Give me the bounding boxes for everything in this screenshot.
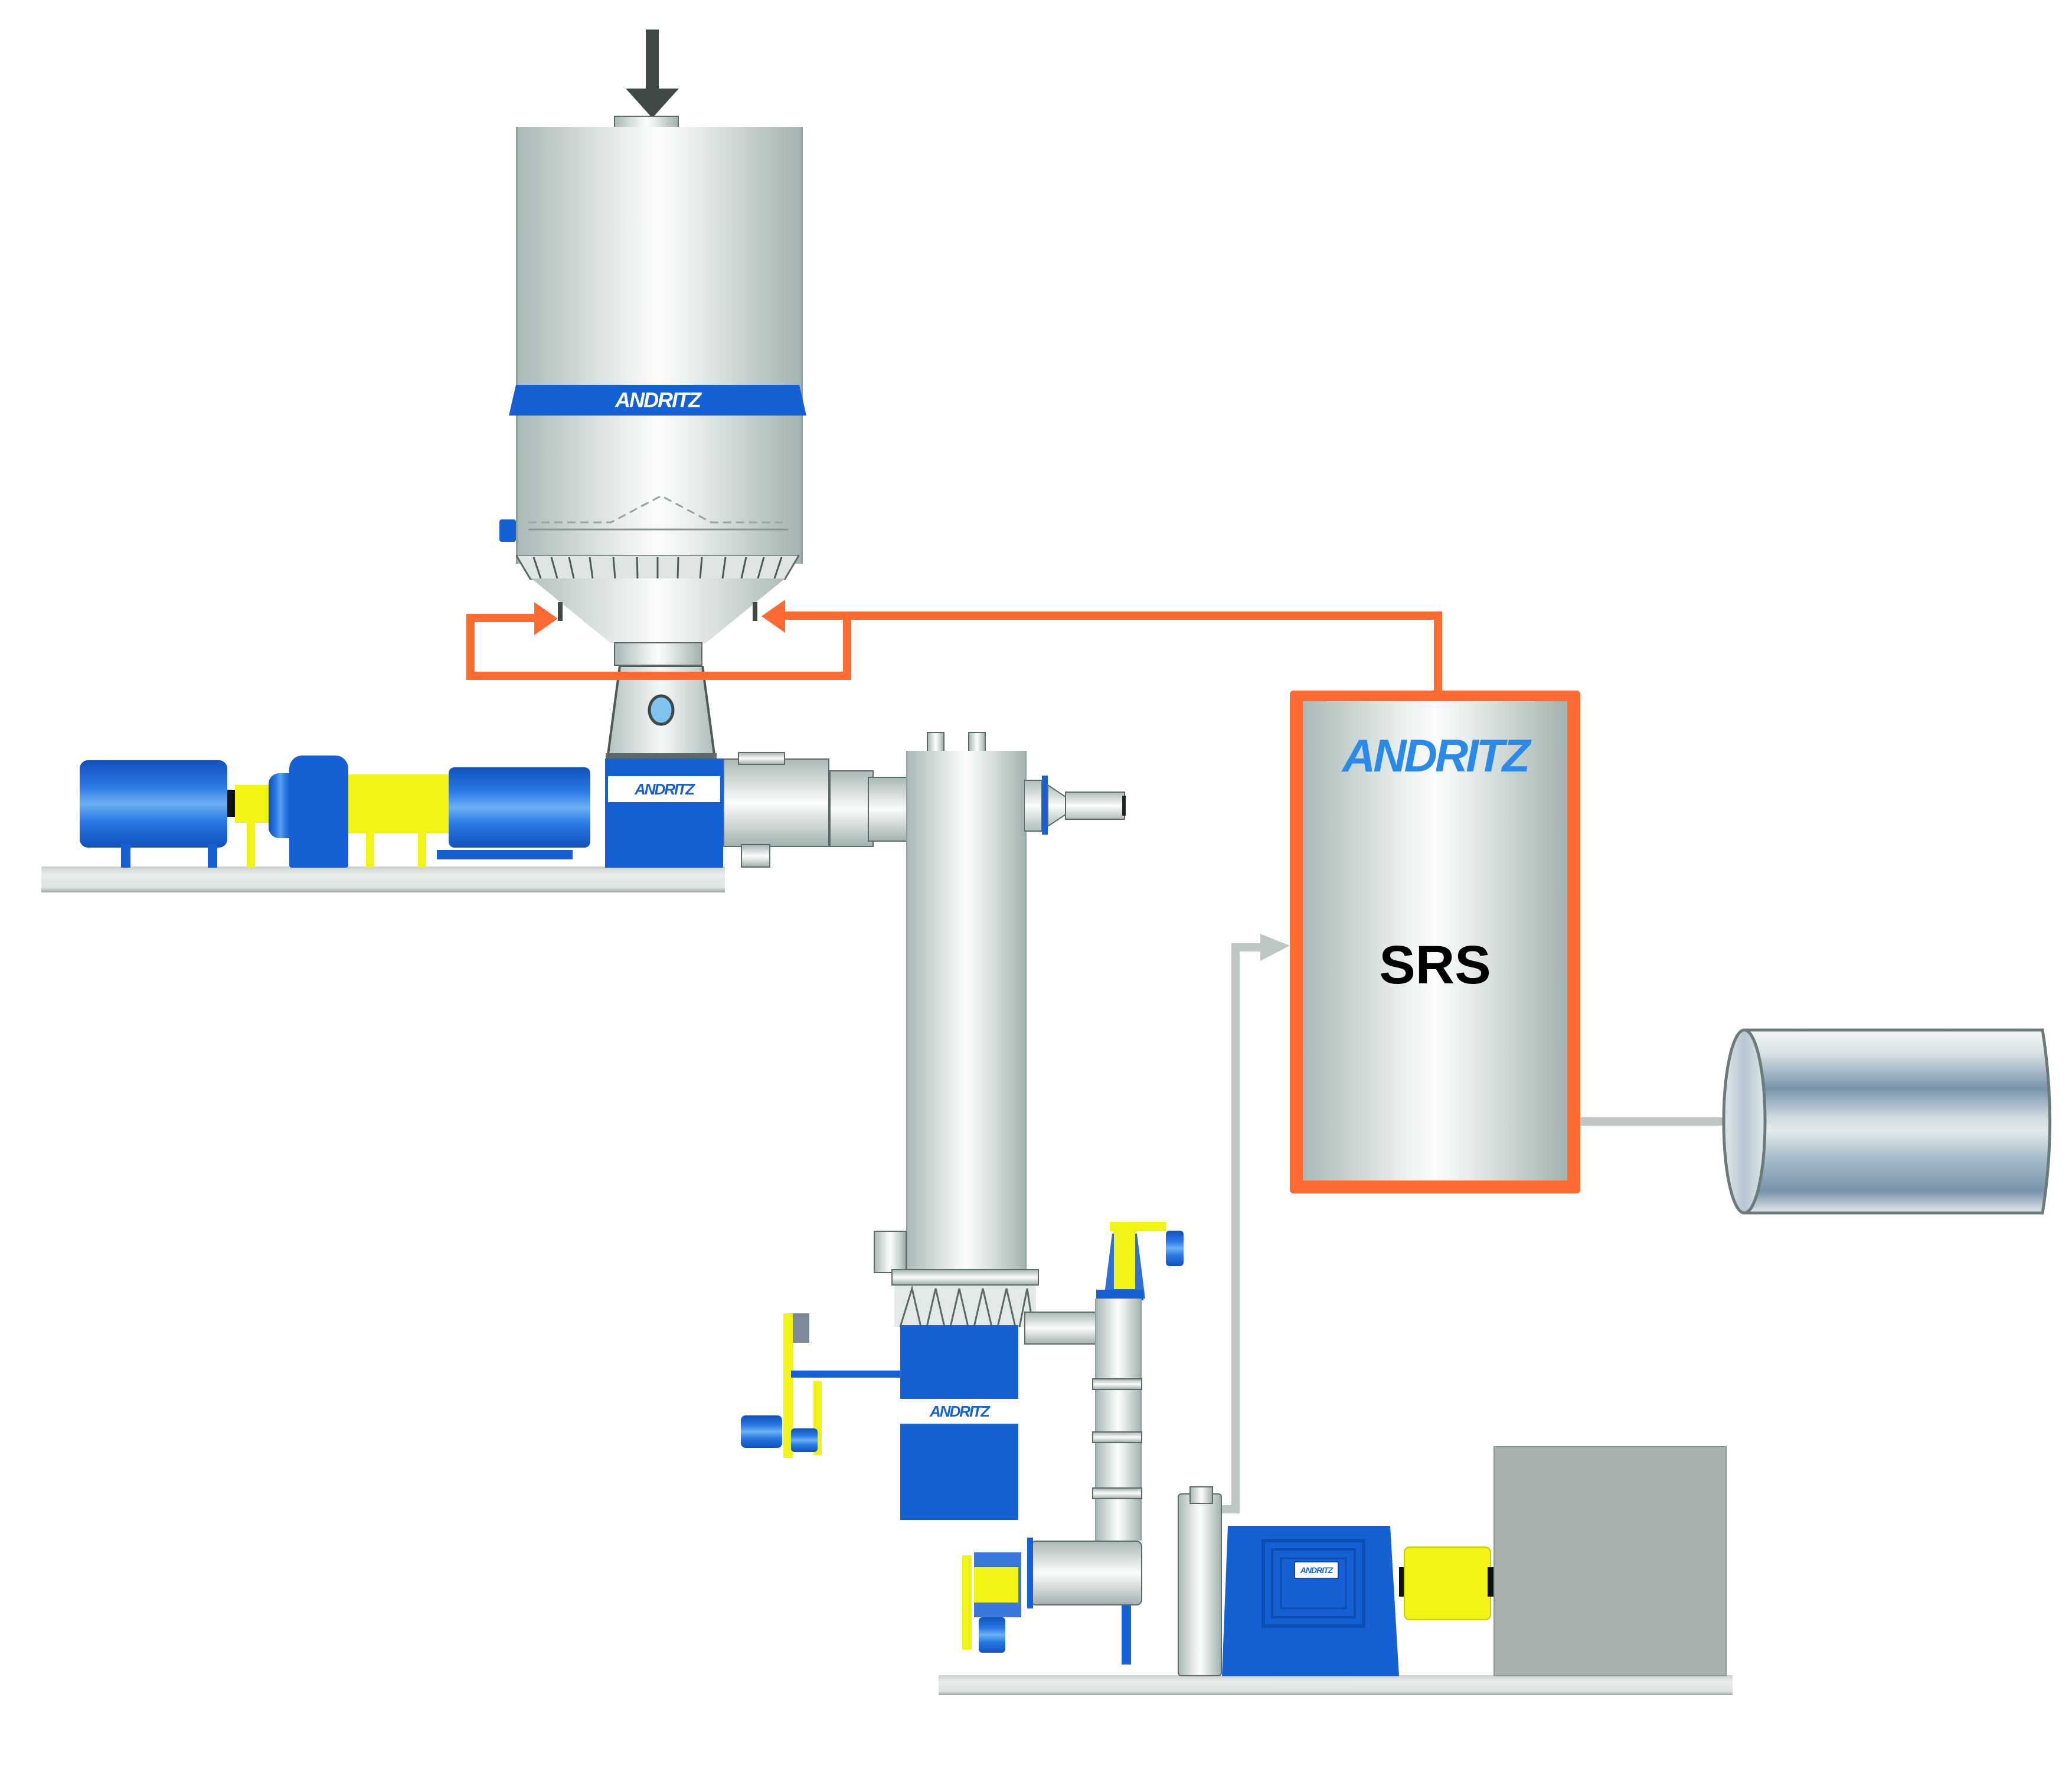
- pump-logo: ANDRITZ: [1300, 1565, 1333, 1575]
- column-body: [906, 751, 1027, 1299]
- cone-inlet-left: [558, 602, 563, 621]
- separator-motor: [741, 1415, 782, 1448]
- silo-logo: ANDRITZ: [615, 388, 701, 412]
- srs-body: [1303, 701, 1567, 1181]
- pump-bearing-frame: [1222, 1526, 1399, 1676]
- valve-motor: [1166, 1231, 1184, 1266]
- pump-side-coupling-front: [974, 1567, 1018, 1603]
- pump-to-srs-vertical: [1231, 943, 1240, 1513]
- transition-flange: [868, 777, 909, 842]
- silo-outlet-flange: [614, 642, 702, 666]
- column-bottom-flange: [891, 1269, 1039, 1286]
- separator-drive-box: [793, 1313, 809, 1343]
- pump-shaft-left: [1399, 1567, 1405, 1597]
- silo-brand-band: [509, 385, 806, 416]
- separator-logo-plate: [900, 1399, 1018, 1424]
- pump-casing-flange-left: [1027, 1538, 1033, 1608]
- column-side-nozzle: [874, 1231, 907, 1273]
- screw-housing: [723, 758, 829, 847]
- silo-rib-ring: [514, 554, 801, 581]
- coupling-leg: [247, 823, 255, 868]
- pump-coupling-guard: [1404, 1546, 1491, 1620]
- loop-bottom: [466, 672, 851, 680]
- pump-shaft-right: [1488, 1567, 1493, 1597]
- motor-housing: [1493, 1446, 1727, 1676]
- column-top-nozzle-2: [968, 732, 986, 753]
- srs-label[interactable]: SRS: [1379, 935, 1491, 995]
- feeder-motor: [80, 760, 227, 848]
- feeder-logo: ANDRITZ: [634, 780, 695, 798]
- valve-actuator-front: [1114, 1232, 1135, 1289]
- inlet-arrow: [626, 30, 679, 130]
- motor-shaft: [227, 790, 236, 817]
- loop-left-top: [466, 614, 546, 622]
- screw-housing-bottom-nozzle: [741, 844, 770, 868]
- feed-chute: [602, 665, 720, 766]
- srs-logo: ANDRITZ: [1342, 730, 1530, 781]
- feeder-logo-plate: [608, 776, 720, 802]
- gearbox-housing-neck: [269, 773, 292, 838]
- pump-drain: [1122, 1605, 1131, 1665]
- bearing-housing: [449, 767, 590, 848]
- screw-housing-top-nozzle: [738, 752, 785, 765]
- shaft-guard-leg-2: [418, 833, 426, 868]
- pump-discharge-nozzle: [1189, 1486, 1213, 1504]
- feeder-baseplate: [41, 866, 725, 892]
- gearbox-housing: [289, 756, 348, 868]
- arrow-right-icon: [1260, 934, 1290, 961]
- separator-motor-2: [791, 1428, 818, 1452]
- transition-spool: [829, 770, 874, 847]
- pump-casing: [1030, 1541, 1142, 1605]
- silo-side-sensor: [499, 519, 516, 542]
- arrow-left-icon: [762, 600, 785, 633]
- column-flange-1: [1092, 1378, 1142, 1390]
- column-side-outlet: [1024, 773, 1130, 838]
- bearing-support: [437, 850, 573, 859]
- valve-actuator-top: [1110, 1222, 1166, 1231]
- valve-flange: [1096, 1290, 1143, 1300]
- coupling-guard: [235, 785, 270, 823]
- pump-to-srs-horizontal-high: [1231, 943, 1267, 951]
- column-flange-3: [1092, 1487, 1142, 1499]
- column-top-nozzle-1: [927, 732, 945, 753]
- loop-srs-riser: [1434, 611, 1442, 694]
- silo-body: [516, 127, 803, 564]
- motor-foot-right: [208, 844, 217, 868]
- output-cylinder: [1721, 1027, 2060, 1216]
- separator-logo: ANDRITZ: [929, 1402, 990, 1420]
- pump-baseplate: [939, 1675, 1733, 1695]
- srs-to-cylinder-line: [1579, 1117, 1744, 1126]
- pump-side-motor: [979, 1617, 1005, 1653]
- loop-return-line: [782, 611, 1442, 620]
- belt-guard-outer: [783, 1313, 793, 1458]
- pump-volute: [1178, 1493, 1222, 1676]
- down-arrow-icon: [626, 30, 679, 118]
- loop-right-vertical: [843, 614, 851, 680]
- silo-cone: [519, 578, 797, 643]
- separator-drive-frame: [791, 1371, 900, 1378]
- feeder-housing: [605, 758, 723, 868]
- pump-inlet-column: [1095, 1299, 1142, 1541]
- column-flange-2: [1092, 1431, 1142, 1443]
- motor-foot-left: [121, 844, 130, 868]
- shaft-guard: [348, 774, 449, 833]
- loop-left-vertical: [466, 614, 475, 680]
- cone-inlet-right: [753, 602, 757, 621]
- shaft-guard-leg-1: [366, 833, 374, 868]
- pump-side-coupling-plate: [962, 1555, 972, 1650]
- pump-logo-plate: [1294, 1561, 1339, 1579]
- arrow-right-icon: [534, 602, 558, 635]
- column-cone-ribs: [894, 1285, 1036, 1327]
- silo-inner-cone: [528, 493, 788, 546]
